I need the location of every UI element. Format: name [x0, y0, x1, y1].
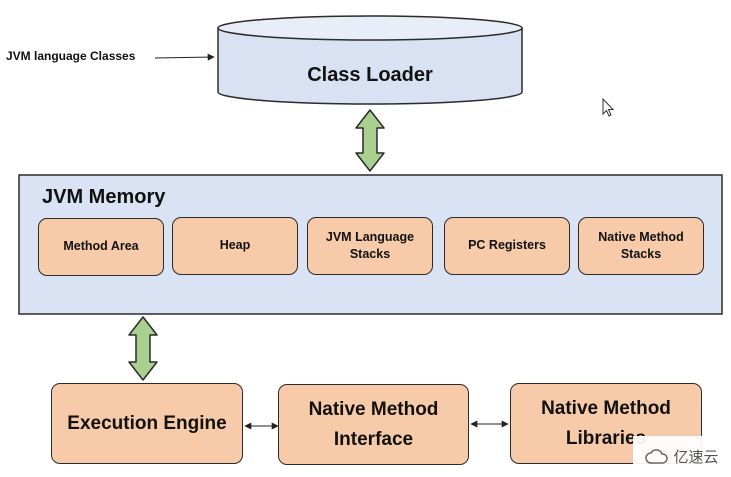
- cloud-icon: [645, 448, 669, 464]
- native-method-libraries-label: Native Method Libraries: [541, 398, 671, 449]
- method-area-box: Method Area: [38, 218, 164, 276]
- native-method-stacks-box: Native Method Stacks: [578, 217, 704, 275]
- jvm-memory-title: JVM Memory: [42, 186, 166, 208]
- memory-engine-double-arrow: [128, 316, 158, 381]
- mouse-cursor-icon: [602, 97, 615, 117]
- classloader-memory-double-arrow: [355, 109, 385, 172]
- native-method-interface-label: Native Method Interface: [308, 399, 439, 450]
- class-loader-cylinder: [217, 15, 523, 105]
- native-method-stacks-label: Native Method Stacks: [598, 229, 684, 262]
- jvm-language-stacks-label: JVM Language Stacks: [325, 229, 415, 262]
- input-arrow: [154, 53, 215, 61]
- heap-box: Heap: [172, 217, 298, 275]
- watermark: 亿速云: [633, 436, 731, 477]
- pc-registers-box: PC Registers: [444, 217, 570, 275]
- input-label: JVM language Classes: [6, 49, 136, 63]
- class-loader-label: Class Loader: [307, 64, 433, 86]
- pc-registers-label: PC Registers: [468, 238, 546, 253]
- method-area-label: Method Area: [63, 239, 139, 254]
- heap-label: Heap: [219, 238, 251, 253]
- native-method-interface-box: Native Method Interface: [278, 384, 469, 465]
- watermark-text: 亿速云: [673, 449, 719, 466]
- jvm-language-stacks-box: JVM Language Stacks: [307, 217, 433, 275]
- execution-engine-box: Execution Engine: [51, 383, 243, 464]
- execution-engine-label: Execution Engine: [67, 412, 227, 434]
